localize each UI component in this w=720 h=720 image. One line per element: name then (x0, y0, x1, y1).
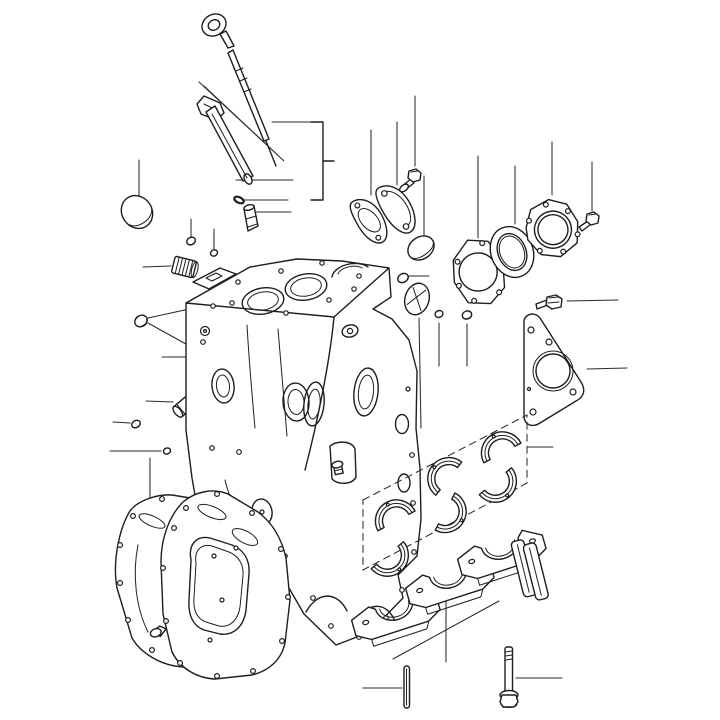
plug-f: Small plug (397, 272, 409, 284)
adapter-plate: Rear adapter plate (523, 313, 585, 427)
plug-h: Small plug (461, 310, 473, 320)
union-bolt: Union bolt (535, 294, 563, 310)
rear-cup-plug: Cup plug (rear) (407, 235, 435, 261)
tube-o-ring: Guide tube O-ring (233, 195, 245, 205)
front-plate: Timing gear case front plate (160, 490, 292, 680)
cover-bolt: Side cover bolt (398, 168, 422, 193)
welch-plug: Welch plug disc (403, 282, 431, 316)
cover-gasket: Side cover gasket (349, 198, 388, 244)
rear-oil-seal: Rear crankshaft oil seal (489, 225, 535, 279)
front-plate-plug: Front plate plug (149, 625, 167, 638)
dipstick-tube: Dipstick guide tube (196, 95, 254, 185)
pointer-lines (198, 81, 285, 162)
threaded-plug: Threaded plug (170, 255, 199, 279)
plug-a: Small plug (186, 236, 196, 246)
side-cup-plug: Cup plug (side) (134, 314, 148, 328)
main-bearing-shells: Main bearing shell set (362, 414, 528, 586)
plug-d: Small plug (162, 447, 172, 455)
cap-bolt: Main bearing cap bolt (499, 646, 519, 708)
seal-retainer: Rear oil seal retainer plate (525, 198, 581, 258)
group-bracket: Dipstick group bracket (310, 121, 335, 201)
plug-c: Small plug (131, 419, 141, 429)
oil-dipstick: Oil level dipstick (201, 13, 277, 167)
thrust-plates: Thrust washer plates (510, 539, 549, 601)
tube-ferrule: Guide tube lower sleeve (243, 203, 259, 232)
block-bolt: Block bolt (331, 460, 344, 476)
plug-g: Small plug (434, 309, 444, 319)
plug-b: Small plug (209, 249, 219, 257)
retainer-bolt: Retainer bolt (578, 211, 600, 232)
large-cup-plug: Cup plug, water jacket (large) (120, 194, 154, 230)
dowel-pin: Dowel pin (403, 665, 411, 709)
